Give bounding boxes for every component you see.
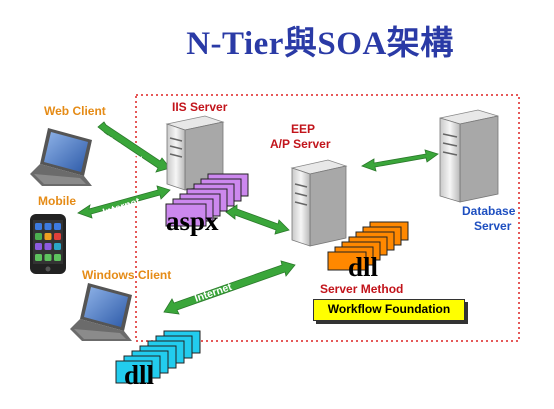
stack-page (327, 251, 367, 271)
page-title: N-Tier與SOA架構 (186, 26, 454, 62)
server-method-label: Server Method (320, 282, 404, 296)
stack-page (165, 203, 207, 227)
iis-server-label: IIS Server (172, 100, 228, 114)
dll-server-label: dll (348, 252, 379, 282)
laptop-icon (70, 283, 132, 341)
workflow-foundation-box: Workflow Foundation (313, 299, 465, 321)
windows-client-label: Windows Client (82, 268, 172, 282)
internet-label-2: Internet (101, 195, 142, 218)
arrow-eep-database (361, 149, 439, 172)
dll-client-stack (115, 330, 201, 384)
dll-server-stack (327, 221, 409, 271)
server-icon (290, 159, 348, 247)
arrow-windows-eep (163, 260, 296, 315)
arrow-web-iis (97, 121, 171, 173)
smartphone-icon (30, 214, 66, 274)
dll-client-label: dll (124, 360, 155, 390)
aspx-page-stack (165, 173, 249, 227)
mobile-label: Mobile (38, 194, 76, 208)
server-boundary (135, 94, 520, 342)
aspx-label: aspx (166, 206, 219, 236)
stack-page (115, 360, 153, 384)
server-icon (165, 115, 225, 191)
eep-label: EEP (291, 122, 316, 136)
database-label: Database (462, 204, 516, 218)
arrow-mobile-iis (77, 185, 171, 219)
server-icon (439, 109, 499, 203)
internet-label-3: Internet (193, 281, 234, 305)
arrow-aspx-eep (225, 204, 290, 235)
database-server-label: Server (474, 219, 512, 233)
web-client-label: Web Client (44, 104, 106, 118)
laptop-icon (30, 128, 92, 186)
ap-server-label: A/P Server (270, 137, 331, 151)
